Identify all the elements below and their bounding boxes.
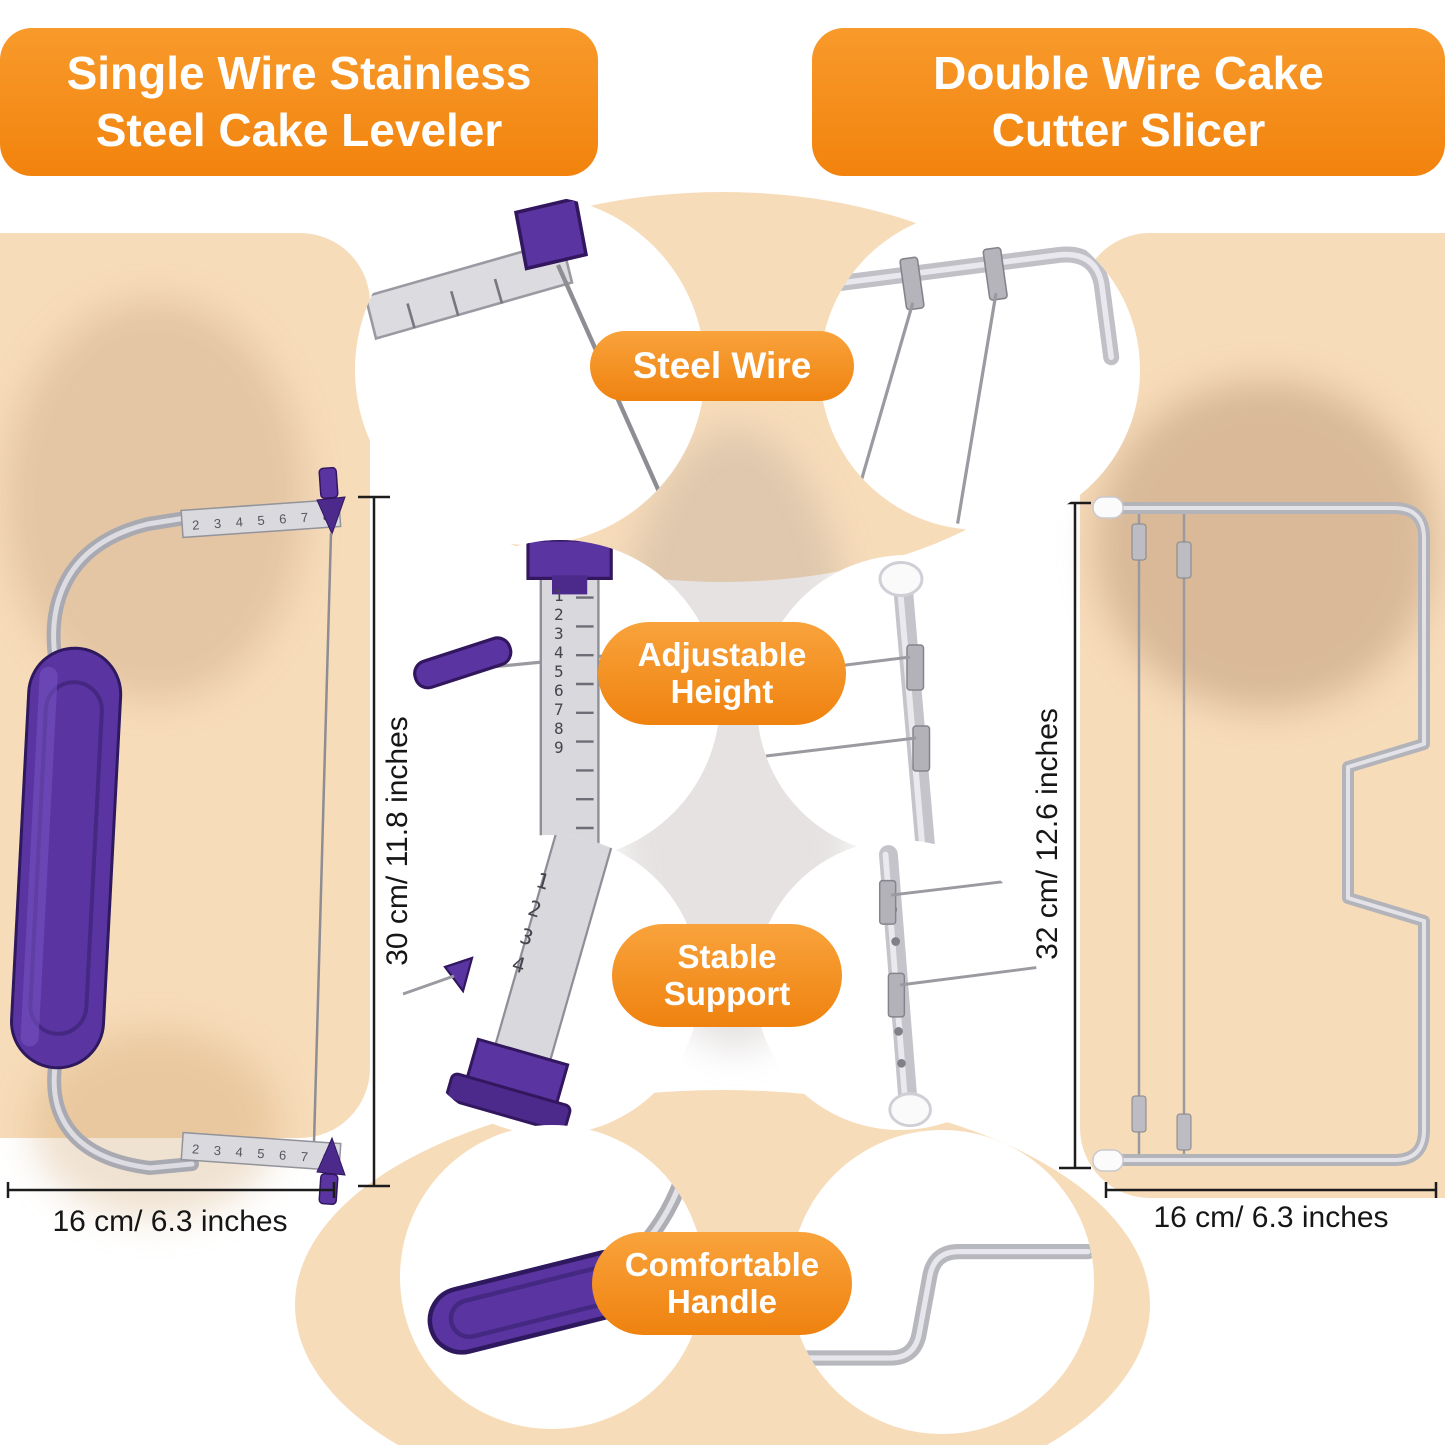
dimension-single-height: 30 cm/ 11.8 inches xyxy=(381,716,414,966)
header-double-wire-cutter: Double Wire Cake Cutter Slicer xyxy=(812,28,1445,176)
single-ruler-bottom: 2 3 4 5 6 7 8 xyxy=(180,1131,342,1172)
double-wire-clips xyxy=(1131,523,1192,1151)
dimension-double-height: 32 cm/ 12.6 inches xyxy=(1031,708,1064,960)
header-single-line2: Steel Cake Leveler xyxy=(95,104,503,156)
dimension-single-width: 16 cm/ 6.3 inches xyxy=(52,1205,288,1238)
header-single-line1: Single Wire Stainless xyxy=(66,46,532,99)
double-frame xyxy=(1112,502,1430,1166)
dimension-double-width: 16 cm/ 6.3 inches xyxy=(1153,1201,1389,1234)
header-single-wire-leveler: Single Wire Stainless Steel Cake Leveler xyxy=(0,28,598,176)
background-photo-right xyxy=(1095,380,1435,710)
support-rod-top-detail xyxy=(765,561,935,853)
header-double-line1: Double Wire Cake xyxy=(933,46,1324,99)
callout-steel-wire-label: Steel Wire xyxy=(632,345,812,387)
single-ruler-top: 2 3 4 5 6 7 8 xyxy=(180,498,342,539)
support-rod-bottom-detail xyxy=(878,845,1037,1128)
callout-comfortable-handle: Comfortable Handle xyxy=(592,1232,852,1335)
detail-circle-stable-support: 1234 xyxy=(400,835,700,1135)
steel-wire-double-detail xyxy=(828,246,1120,525)
single-wire-cake-leveler: 2 3 4 5 6 7 8 2 3 4 5 6 7 8 xyxy=(10,466,346,1206)
single-top-adjuster xyxy=(316,466,346,536)
double-wire-cake-cutter xyxy=(1092,496,1430,1172)
callout-steel-wire: Steel Wire xyxy=(590,331,854,401)
callout-comfortable-handle-line1: Comfortable xyxy=(624,1245,820,1283)
callout-stable-support-line1: Stable xyxy=(677,937,777,975)
adjustable-ruler-digits: 123456789 xyxy=(554,586,564,757)
single-handle xyxy=(10,646,123,1070)
callout-adjustable-height-line2: Height xyxy=(670,672,774,710)
callout-stable-support: Stable Support xyxy=(612,924,842,1027)
callout-comfortable-handle-line2: Handle xyxy=(666,1282,778,1320)
callout-adjustable-height: Adjustable Height xyxy=(598,622,846,725)
double-frame-tips xyxy=(1092,496,1124,1172)
callout-adjustable-height-line1: Adjustable xyxy=(637,635,807,673)
background-blob-right xyxy=(1080,233,1445,1198)
callout-stable-support-line2: Support xyxy=(663,974,791,1012)
dimension-lines xyxy=(6,495,1438,1198)
stable-support-detail xyxy=(402,835,619,1133)
grip-bend-detail xyxy=(790,1244,1094,1366)
header-double-line2: Cutter Slicer xyxy=(991,104,1266,156)
adjustable-height-detail xyxy=(413,540,711,855)
single-cutting-wire xyxy=(312,532,333,1144)
detail-circle-steel-wire-double xyxy=(820,210,1140,530)
